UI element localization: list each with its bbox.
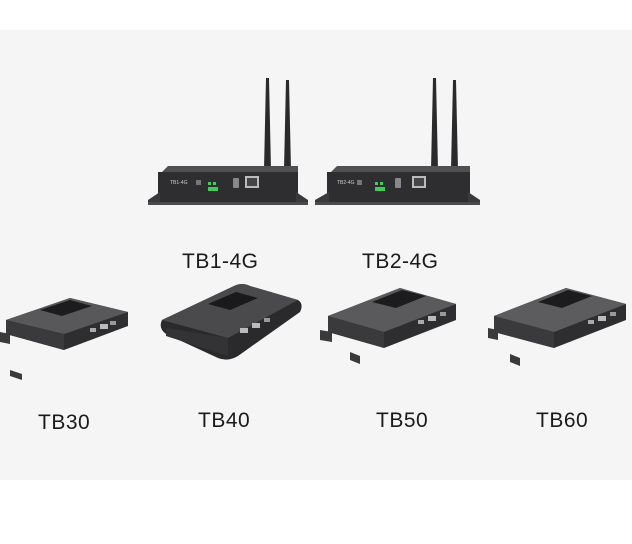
label-tb1-4g: TB1-4G	[182, 250, 259, 273]
player-tb60-image	[488, 288, 626, 366]
device-tb1-4g: TB1-4G	[148, 78, 308, 208]
device-tb50	[320, 278, 460, 378]
player-tb50-image	[320, 288, 456, 364]
device-tb40	[158, 278, 306, 378]
label-tb60: TB60	[536, 409, 589, 432]
label-tb30: TB30	[38, 411, 91, 434]
player-tb30-image	[0, 298, 128, 380]
label-tb2-4g: TB2-4G	[362, 250, 439, 273]
device-tb30	[0, 292, 130, 382]
label-tb50: TB50	[376, 409, 429, 432]
product-panel: TB1-4G TB1-4G TB2-4G	[0, 30, 632, 480]
router-tb1-4g-image: TB1-4G	[148, 78, 308, 205]
player-tb40-image	[160, 284, 302, 360]
label-tb40: TB40	[198, 409, 251, 432]
router-tb2-4g-image: TB2-4G	[315, 78, 480, 205]
device-tb60	[488, 278, 632, 378]
front-model-text: TB1-4G	[170, 180, 188, 186]
front-model-text: TB2-4G	[337, 180, 355, 186]
device-tb2-4g: TB2-4G	[315, 78, 480, 208]
